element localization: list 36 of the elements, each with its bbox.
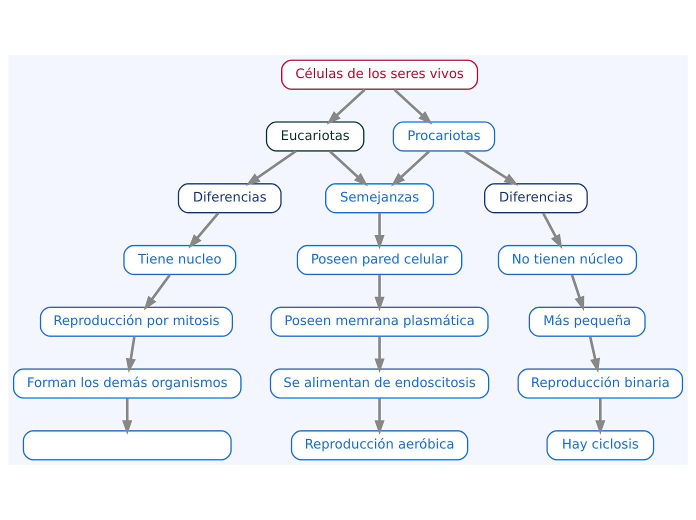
node-box: Más pequeña — [528, 306, 646, 337]
node-box: Procariotas — [392, 121, 496, 152]
node-box: Tiene nucleo — [123, 244, 236, 276]
node-box: Reproducción binaria — [518, 368, 684, 399]
node-box: Eucariotas — [266, 121, 364, 152]
arrow — [374, 275, 385, 312]
arrow — [246, 150, 297, 186]
node-box: Reproducción por mitosis — [40, 306, 234, 337]
node-box: Reproducción aeróbica — [290, 430, 468, 460]
arrow — [394, 88, 432, 125]
node-box: Forman los demás organismos — [12, 368, 242, 399]
arrow — [144, 274, 171, 310]
node-box: Diferencias — [178, 183, 282, 214]
node-box: No tienen núcleo — [498, 244, 638, 276]
node-box: Hay ciclosis — [546, 430, 654, 460]
arrow — [126, 336, 136, 373]
node-box: Se alimentan de endoscitosis — [270, 368, 490, 399]
node-box: Poseen pared celular — [296, 244, 462, 276]
arrow — [595, 398, 606, 435]
arrow — [570, 274, 584, 311]
arrow — [542, 212, 562, 249]
arrow — [374, 213, 385, 250]
arrow — [188, 212, 220, 248]
arrow — [464, 150, 518, 186]
arrow — [374, 336, 385, 373]
arrow — [588, 336, 600, 373]
node-box: Semejanzas — [325, 183, 434, 214]
node-box: Poseen memrana plasmática — [270, 306, 489, 337]
arrow — [374, 398, 385, 435]
arrow — [326, 88, 366, 125]
arrow — [122, 398, 132, 435]
node-box: Células de los seres vivos — [280, 60, 478, 90]
arrow — [329, 150, 368, 186]
node-box: Diferencias — [484, 183, 588, 214]
node-box — [22, 430, 232, 460]
arrow — [391, 150, 430, 186]
